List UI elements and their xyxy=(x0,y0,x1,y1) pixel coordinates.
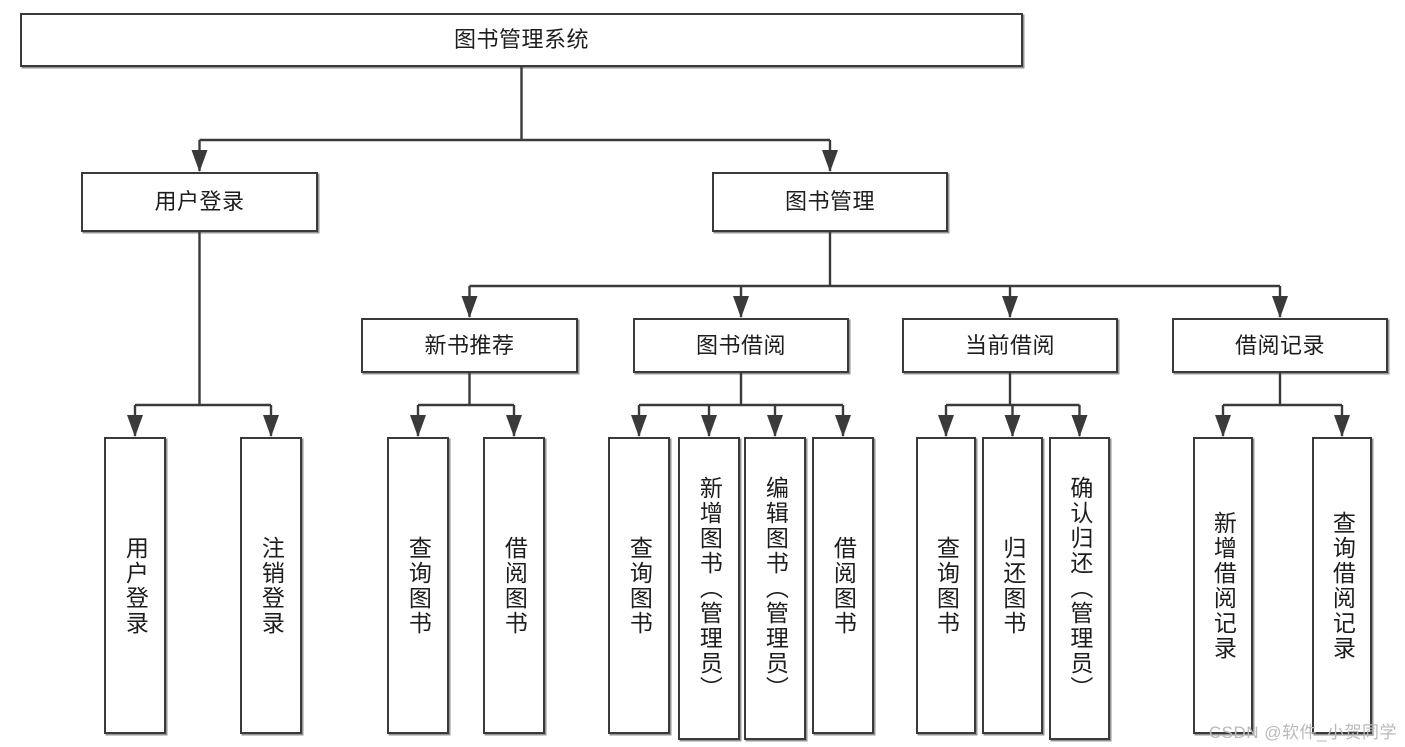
node-leaf-nb-borrow[interactable]: 借阅图书 xyxy=(483,437,545,734)
node-label: 归还图书 xyxy=(999,535,1026,636)
node-label: 借阅图书 xyxy=(501,535,528,636)
node-current[interactable]: 当前借阅 xyxy=(902,318,1118,373)
node-leaf-rc-query[interactable]: 查询借阅记录 xyxy=(1312,437,1372,734)
node-login[interactable]: 用户登录 xyxy=(81,172,318,232)
node-leaf-userlogin[interactable]: 用户登录 xyxy=(104,437,166,734)
node-label: 当前借阅 xyxy=(964,332,1055,358)
node-leaf-bk-borrow[interactable]: 借阅图书 xyxy=(812,437,874,734)
node-label: 确认归还（管理员） xyxy=(1066,476,1093,701)
node-label: 借阅图书 xyxy=(830,535,857,636)
node-label: 用户登录 xyxy=(122,535,149,636)
node-label: 新书推荐 xyxy=(424,332,515,358)
node-leaf-bk-edit[interactable]: 编辑图书（管理员） xyxy=(744,437,806,740)
node-root[interactable]: 图书管理系统 xyxy=(20,13,1023,67)
node-newbook[interactable]: 新书推荐 xyxy=(361,318,578,373)
node-label: 查询图书 xyxy=(626,535,653,636)
node-label: 用户登录 xyxy=(154,189,245,215)
node-label: 注销登录 xyxy=(258,535,285,636)
node-label: 图书管理系统 xyxy=(453,27,589,53)
watermark-text: CSDN @软件_小贺同学 xyxy=(1208,723,1397,742)
node-record[interactable]: 借阅记录 xyxy=(1172,318,1388,373)
node-label: 查询图书 xyxy=(933,535,960,636)
node-label: 查询借阅记录 xyxy=(1329,510,1356,661)
node-label: 新增借阅记录 xyxy=(1210,510,1237,661)
node-label: 借阅记录 xyxy=(1234,332,1325,358)
node-label: 编辑图书（管理员） xyxy=(762,476,789,701)
node-leaf-cu-return[interactable]: 归还图书 xyxy=(982,437,1043,734)
node-leaf-bk-query[interactable]: 查询图书 xyxy=(608,437,670,734)
node-leaf-bk-add[interactable]: 新增图书（管理员） xyxy=(678,437,740,740)
node-label: 图书借阅 xyxy=(695,332,786,358)
node-leaf-nb-query[interactable]: 查询图书 xyxy=(387,437,449,734)
node-bookmgmt[interactable]: 图书管理 xyxy=(712,172,948,232)
node-borrow[interactable]: 图书借阅 xyxy=(633,318,849,373)
node-label: 查询图书 xyxy=(405,535,432,636)
node-leaf-rc-add[interactable]: 新增借阅记录 xyxy=(1193,437,1253,734)
node-leaf-cu-confirm[interactable]: 确认归还（管理员） xyxy=(1049,437,1110,740)
node-leaf-cu-query[interactable]: 查询图书 xyxy=(916,437,976,734)
node-label: 新增图书（管理员） xyxy=(696,476,723,701)
node-leaf-logout[interactable]: 注销登录 xyxy=(240,437,302,734)
node-label: 图书管理 xyxy=(784,189,875,215)
